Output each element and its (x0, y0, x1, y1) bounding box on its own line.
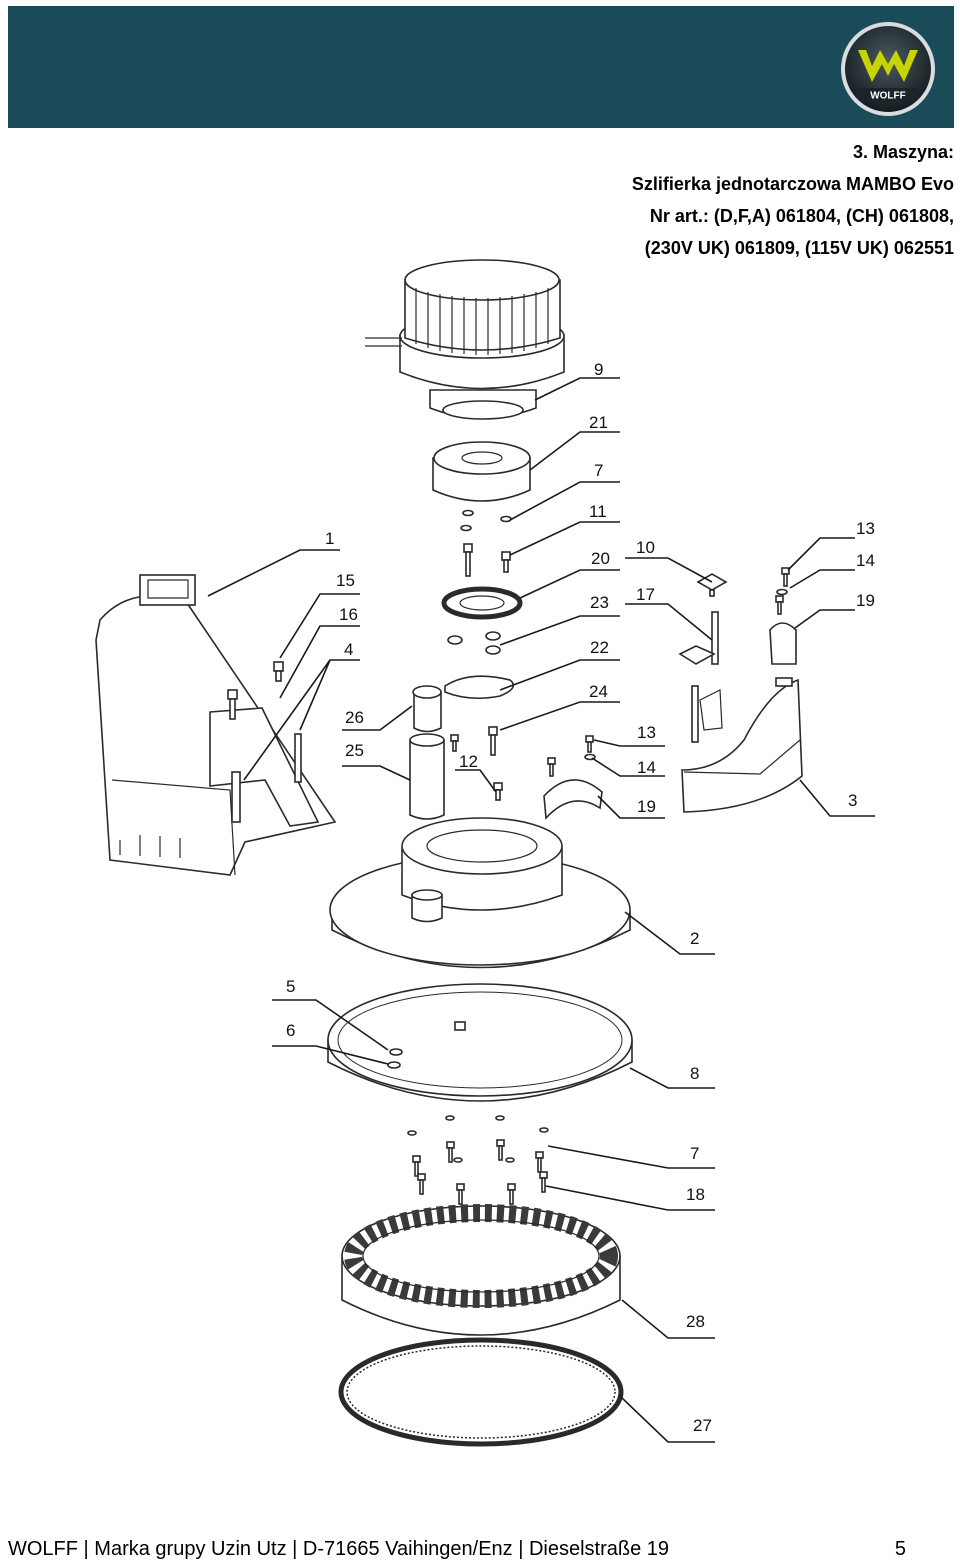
upper-screws (460, 509, 512, 577)
callout-28: 28 (686, 1312, 705, 1331)
title-block: 3. Maszyna: Szlifierka jednotarczowa MAM… (632, 136, 954, 264)
callout-20: 20 (591, 549, 610, 568)
callout-26: 26 (345, 708, 364, 727)
callout-15: 15 (336, 571, 355, 590)
leader-lines (207, 377, 875, 1443)
callout-2: 2 (690, 929, 699, 948)
callout-17: 17 (636, 585, 655, 604)
callout-27: 27 (693, 1416, 712, 1435)
ring-part (327, 983, 633, 1102)
callout-13-upper: 13 (856, 519, 875, 538)
callout-12: 12 (459, 752, 478, 771)
callout-21: 21 (589, 413, 608, 432)
callout-25: 25 (345, 741, 364, 760)
logo-text: WOLFF (870, 91, 906, 102)
flange-part (441, 586, 523, 620)
cover-part (681, 677, 803, 813)
callout-24: 24 (589, 682, 608, 701)
article-numbers-line-2: (230V UK) 061809, (115V UK) 062551 (644, 238, 954, 258)
callout-7-lower: 7 (690, 1144, 699, 1163)
callout-18: 18 (686, 1185, 705, 1204)
callout-11: 11 (589, 502, 607, 521)
section-title: 3. Maszyna: (852, 142, 954, 162)
footer: WOLFF | Marka grupy Uzin Utz | D-71665 V… (8, 1538, 954, 1564)
header-bar (8, 6, 954, 128)
article-numbers-line-1: Nr art.: (D,F,A) 061804, (CH) 061808, (649, 206, 954, 226)
middle-screws (450, 726, 556, 801)
brush-ring-part (341, 1204, 621, 1336)
callout-3: 3 (848, 791, 857, 810)
callout-1: 1 (325, 529, 334, 548)
callout-14-upper: 14 (856, 551, 875, 570)
callout-22: 22 (590, 638, 609, 657)
callout-23: 23 (590, 593, 609, 612)
coupling-ring-part (432, 441, 531, 502)
callout-5: 5 (286, 977, 295, 996)
band-part (338, 1337, 624, 1447)
callout-14-lower: 14 (637, 758, 656, 777)
machine-name: Szlifierka jednotarczowa MAMBO Evo (631, 174, 954, 194)
small-parts-23-22 (444, 631, 515, 700)
callout-9: 9 (594, 360, 603, 379)
page-number: 5 (894, 1538, 906, 1560)
callout-10: 10 (636, 538, 655, 557)
callout-13-lower: 13 (637, 723, 656, 742)
callout-16: 16 (339, 605, 358, 624)
callout-4: 4 (344, 640, 353, 659)
callout-7-upper: 7 (594, 461, 603, 480)
lower-screws (407, 1115, 549, 1205)
footer-address: WOLFF | Marka grupy Uzin Utz | D-71665 V… (8, 1538, 670, 1560)
callout-labels: 9 21 7 11 20 23 22 24 10 17 13 14 19 13 … (286, 360, 875, 1435)
base-housing-part (329, 817, 631, 969)
callout-19-lower: 19 (637, 797, 656, 816)
callout-6: 6 (286, 1021, 295, 1040)
handle-bracket-part (95, 574, 337, 876)
exploded-parts-diagram: 9 21 7 11 20 23 22 24 10 17 13 14 19 13 … (95, 259, 875, 1447)
wolff-logo: WOLFF (841, 22, 935, 116)
motor-part (365, 259, 565, 420)
callout-19-upper: 19 (856, 591, 875, 610)
tube-parts (409, 685, 445, 820)
callout-8: 8 (690, 1064, 699, 1083)
